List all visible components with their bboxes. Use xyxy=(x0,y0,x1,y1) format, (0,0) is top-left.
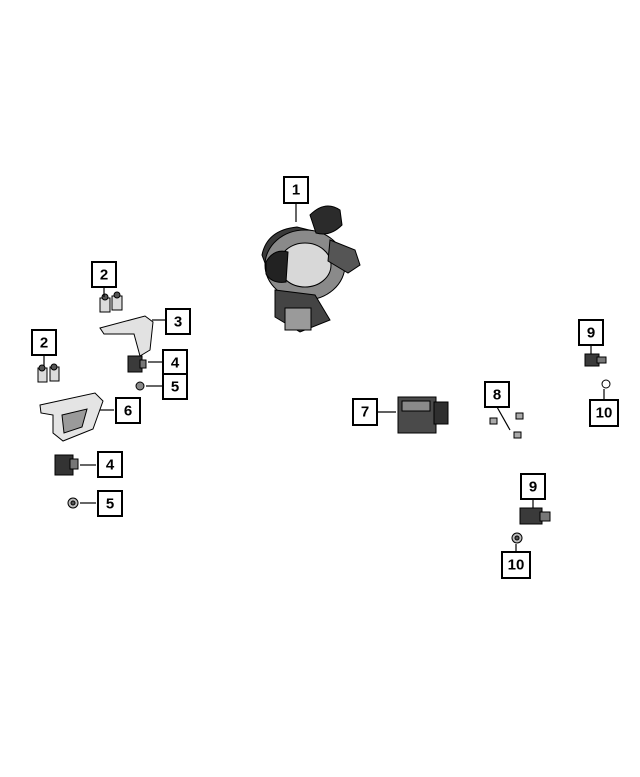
part-3-bracket xyxy=(99,315,154,357)
callout-1-label: 1 xyxy=(292,182,300,199)
callout-4-lower-label: 4 xyxy=(106,457,115,474)
part-10-nut-lower xyxy=(511,532,523,544)
callout-2-upper-label: 2 xyxy=(100,267,108,284)
callout-10-lower-label: 10 xyxy=(508,557,525,574)
callout-2-upper: 2 xyxy=(91,261,117,288)
part-9-sensor-lower xyxy=(519,507,551,525)
callout-7-label: 7 xyxy=(361,404,369,421)
callout-3-label: 3 xyxy=(174,314,182,331)
callout-4-lower: 4 xyxy=(97,451,123,478)
part-8-clips xyxy=(489,412,524,439)
callout-4-upper-label: 4 xyxy=(171,355,180,372)
part-5-nut-lower xyxy=(67,497,79,509)
callout-9-upper: 9 xyxy=(578,319,604,346)
callout-4-upper: 4 xyxy=(162,349,188,376)
callout-6: 6 xyxy=(115,397,141,424)
callout-8: 8 xyxy=(484,381,510,408)
callout-5-upper: 5 xyxy=(162,373,188,400)
callout-5-upper-label: 5 xyxy=(171,379,179,396)
callout-7: 7 xyxy=(352,398,378,426)
part-10-nut-upper xyxy=(601,379,611,389)
callout-10-upper: 10 xyxy=(589,399,619,427)
part-5-nut-upper xyxy=(135,381,145,391)
callout-6-label: 6 xyxy=(124,403,132,420)
callout-9-upper-label: 9 xyxy=(587,325,595,342)
part-6-bracket xyxy=(39,392,104,442)
callout-5-lower: 5 xyxy=(97,490,123,517)
part-4-sensor-upper xyxy=(127,355,147,373)
part-9-sensor-upper xyxy=(584,353,607,367)
callout-2-lower: 2 xyxy=(31,329,57,356)
callout-9-lower: 9 xyxy=(520,473,546,500)
callout-1: 1 xyxy=(283,176,309,204)
callout-3: 3 xyxy=(165,308,191,335)
callout-2-lower-label: 2 xyxy=(40,335,48,352)
callout-5-lower-label: 5 xyxy=(106,496,114,513)
part-2-pins-upper xyxy=(99,291,123,313)
callout-10-lower: 10 xyxy=(501,551,531,579)
callout-8-label: 8 xyxy=(493,387,501,404)
part-2-pins-lower xyxy=(37,363,60,383)
callout-10-upper-label: 10 xyxy=(596,405,613,422)
part-7-module xyxy=(397,396,449,434)
part-4-sensor-lower xyxy=(54,454,79,476)
part-1-clockspring xyxy=(261,205,361,333)
callout-9-lower-label: 9 xyxy=(529,479,537,496)
